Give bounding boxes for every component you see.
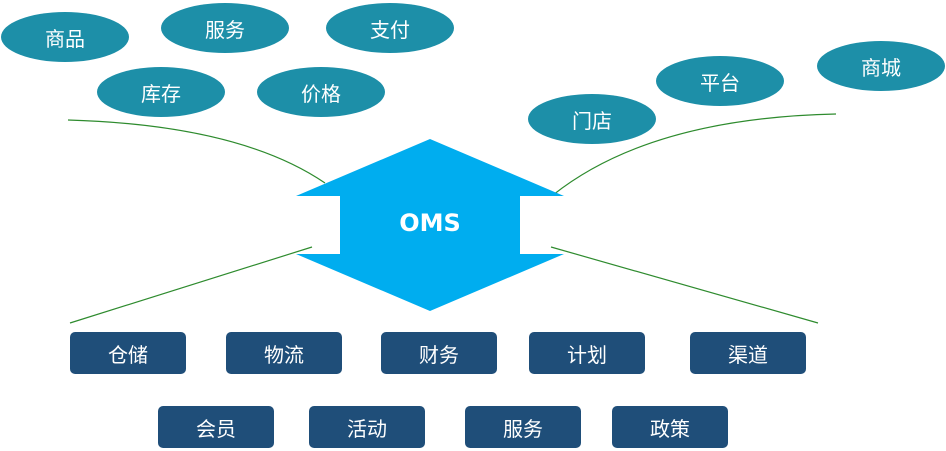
ellipse-top-right-1: 门店 (528, 94, 656, 144)
oms-arrow-shape (296, 139, 564, 311)
box-row1-4: 计划 (529, 332, 645, 374)
oms-double-arrow (296, 139, 564, 311)
connector-bottom-left (69, 246, 313, 324)
box-row1-1: 仓储 (70, 332, 186, 374)
box-row2-3: 服务 (465, 406, 581, 448)
box-row1-5: 渠道 (690, 332, 806, 374)
oms-label: OMS (399, 209, 461, 237)
connector-top-left (67, 119, 326, 184)
ellipse-top-left-1: 商品 (1, 12, 129, 62)
box-row1-3: 财务 (381, 332, 497, 374)
ellipse-top-left-4: 库存 (97, 67, 225, 117)
ellipse-top-left-3: 支付 (326, 3, 454, 53)
ellipse-top-left-2: 服务 (161, 3, 289, 53)
box-row1-2: 物流 (226, 332, 342, 374)
box-row2-1: 会员 (158, 406, 274, 448)
connector-bottom-right (550, 246, 819, 324)
box-row2-2: 活动 (309, 406, 425, 448)
box-row2-4: 政策 (612, 406, 728, 448)
ellipse-top-right-3: 商城 (817, 41, 945, 91)
ellipse-top-left-5: 价格 (257, 67, 385, 117)
connector-top-right (552, 113, 837, 196)
ellipse-top-right-2: 平台 (656, 56, 784, 106)
